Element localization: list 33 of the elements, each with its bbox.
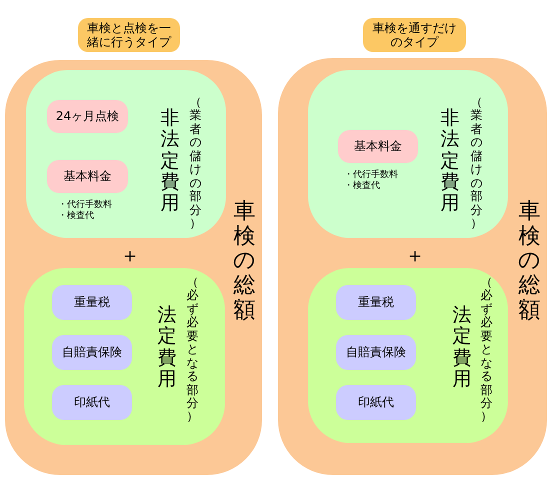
cost-item-box: 印紙代 <box>336 385 416 420</box>
list-item: ・検査代 <box>344 180 380 192</box>
category-label: 車検を通すだけのタイプ <box>363 18 466 52</box>
group-note: （必ず必要となる部分） <box>186 276 199 424</box>
cost-group-panel <box>26 70 226 238</box>
group-note: （必ず必要となる部分） <box>480 276 493 424</box>
group-heading: 車検の総額 <box>233 200 256 324</box>
cost-item-box: 自賠責保険 <box>52 335 132 370</box>
total-cost-panel <box>278 58 547 475</box>
cost-item-box: 自賠責保険 <box>336 335 416 370</box>
list-item: ・代行手数料 <box>58 198 112 210</box>
cost-item-box: 24ヶ月点検 <box>47 100 128 133</box>
plus-sign: ＋ <box>120 242 140 269</box>
list-item: ・代行手数料 <box>344 168 398 180</box>
group-note: （業者の儲けの部分） <box>189 96 202 230</box>
group-heading: 法定費用 <box>452 305 472 390</box>
group-heading: 非法定費用 <box>440 108 460 214</box>
group-heading: 車検の総額 <box>518 200 541 324</box>
cost-item-box: 基本料金 <box>338 130 418 163</box>
group-heading: 法定費用 <box>157 305 177 390</box>
cost-group-panel <box>308 268 508 443</box>
cost-item-box: 印紙代 <box>52 385 132 420</box>
cost-item-box: 重量税 <box>52 285 132 320</box>
category-label: 車検と点検を一緒に行うタイプ <box>78 18 180 52</box>
cost-item-box: 重量税 <box>336 285 416 320</box>
list-item: ・検査代 <box>58 210 94 222</box>
cost-group-panel <box>24 268 225 445</box>
group-note: （業者の儲けの部分） <box>470 96 483 230</box>
total-cost-panel <box>5 60 262 475</box>
group-heading: 非法定費用 <box>160 108 180 214</box>
cost-item-box: 基本料金 <box>47 160 128 193</box>
plus-sign: ＋ <box>405 242 425 269</box>
cost-group-panel <box>308 70 508 238</box>
